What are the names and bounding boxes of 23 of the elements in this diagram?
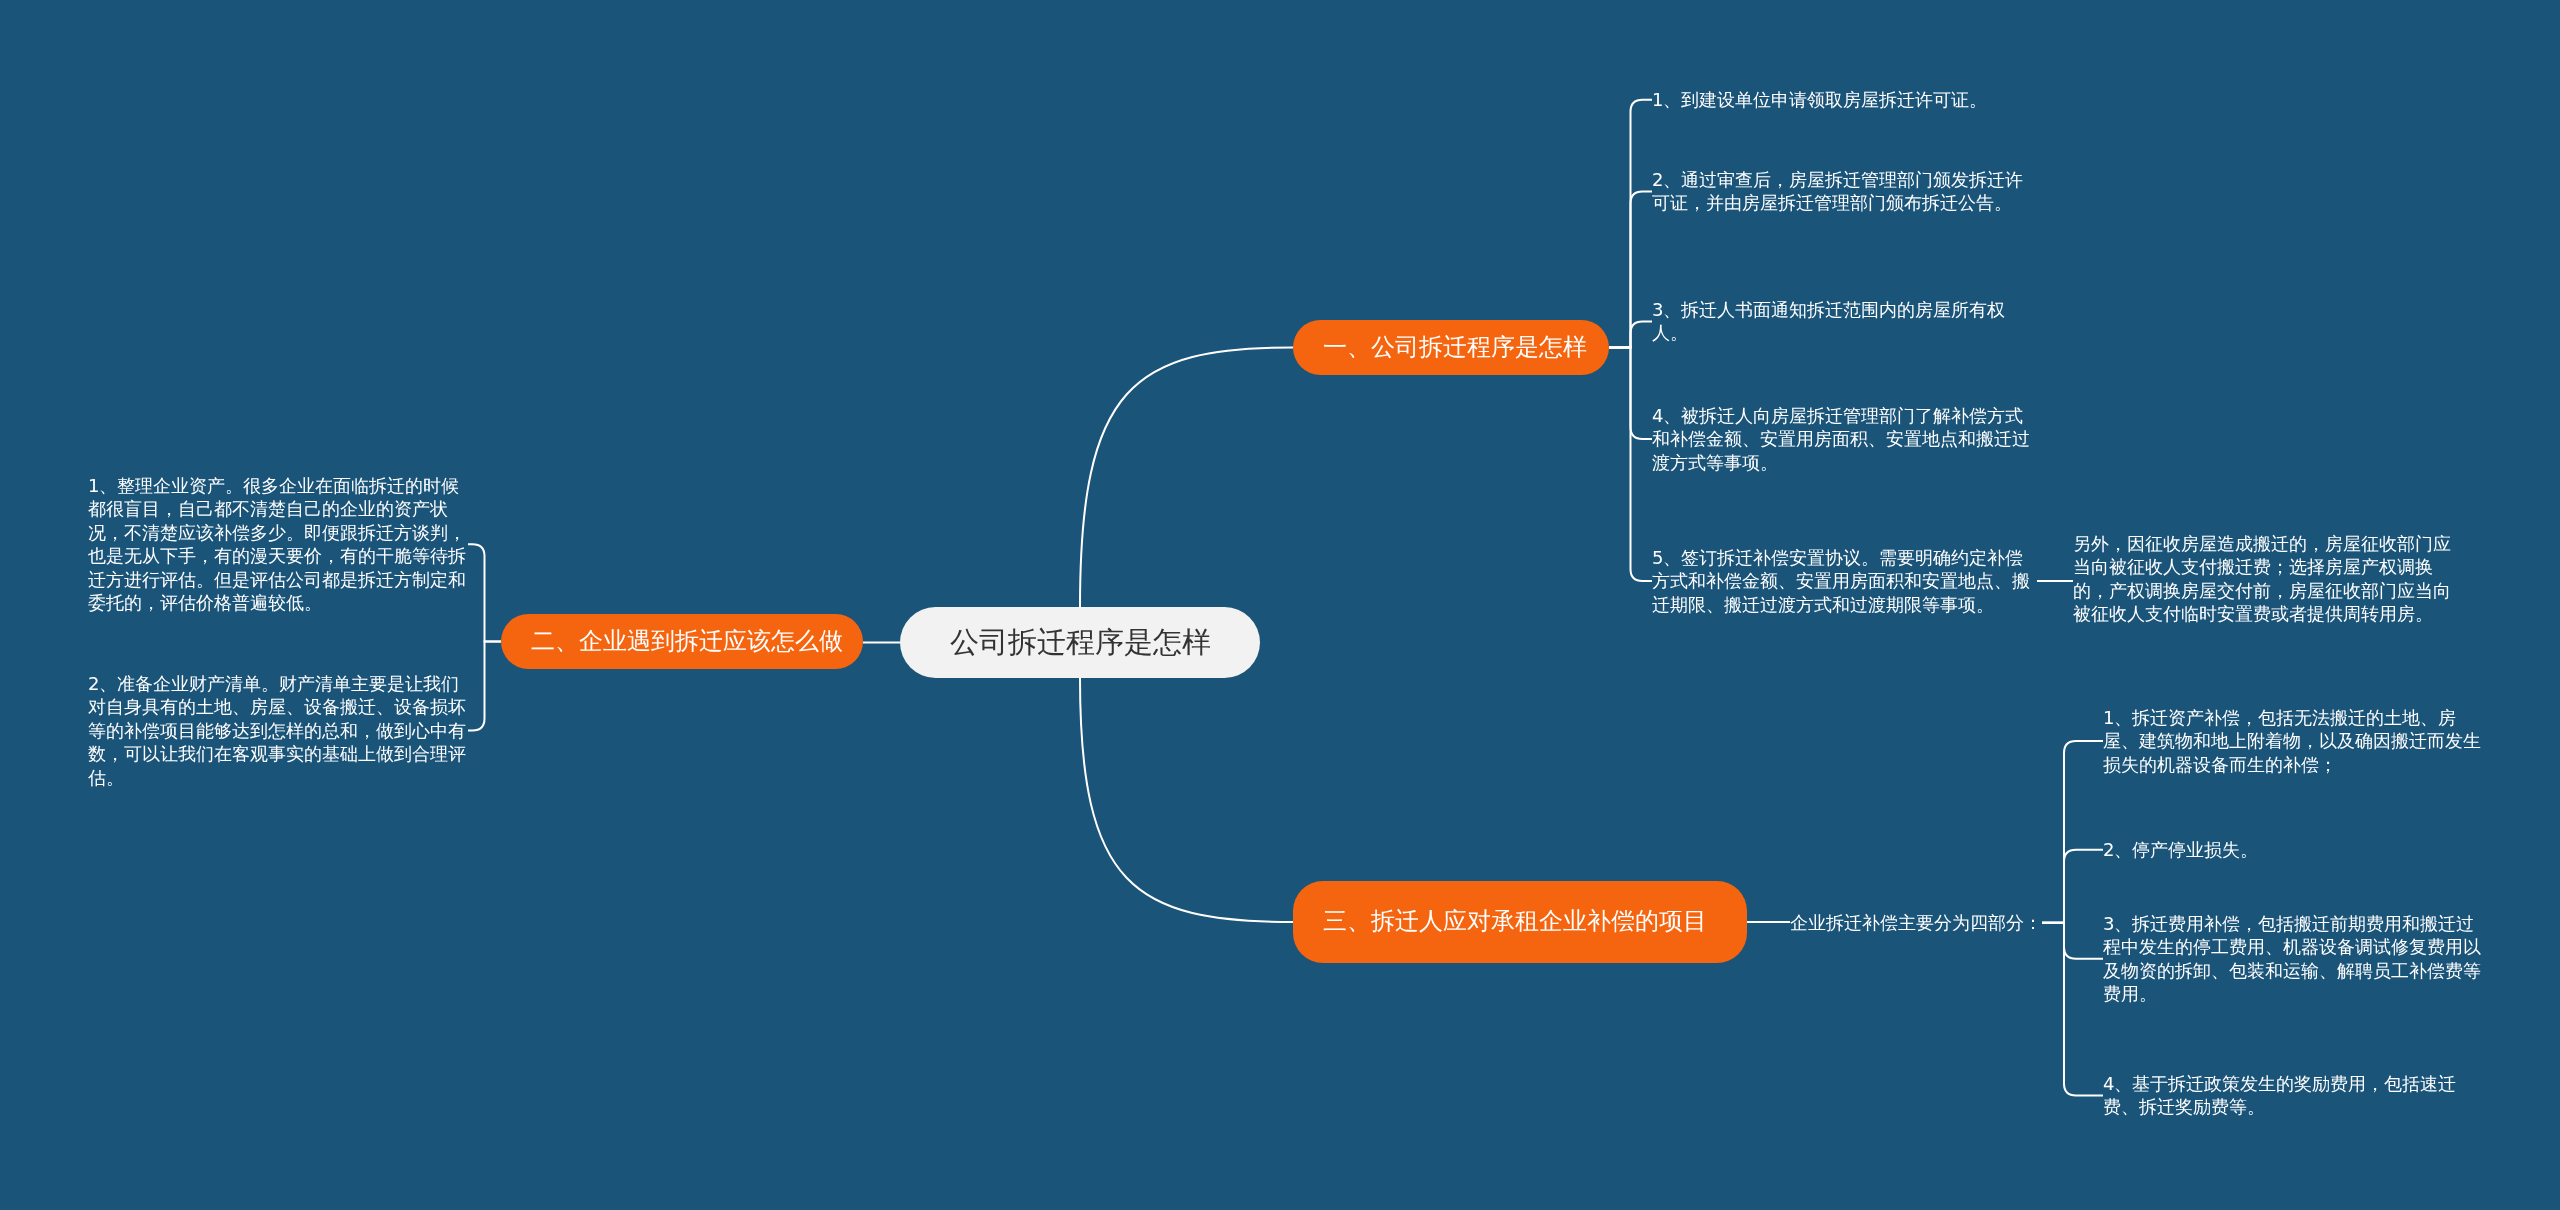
connector-line — [2041, 921, 2104, 1097]
connector-line — [862, 641, 901, 644]
connector-line — [1079, 346, 1294, 608]
subtopic-text: 5、签订拆迁补偿安置协议。需要明确约定补偿方式和补偿金额、安置用房面积和安置地点、搬迁期限、搬迁过渡方式和过渡期限等事项。 — [1652, 546, 2037, 617]
subtopic-text: 企业拆迁补偿主要分为四部分： — [1790, 911, 2042, 935]
subtopic-text: 4、被拆迁人向房屋拆迁管理部门了解补偿方式和补偿金额、安置用房面积、安置地点和搬迁过渡方式等事项。 — [1652, 404, 2037, 475]
subtopic-text: 1、到建设单位申请领取房屋拆迁许可证。 — [1652, 88, 2037, 112]
connector-line — [1079, 677, 1294, 923]
central-topic-pill: 公司拆迁程序是怎样 — [900, 607, 1260, 678]
branch-topic-pill: 二、企业遇到拆迁应该怎么做 — [501, 614, 863, 669]
subtopic-text: 2、停产停业损失。 — [2103, 838, 2483, 862]
branch-topic-pill: 三、拆迁人应对承租企业补偿的项目 — [1293, 881, 1747, 963]
subtopic-text: 4、基于拆迁政策发生的奖励费用，包括速迁费、拆迁奖励费等。 — [2103, 1072, 2483, 1119]
branch-topic-pill: 一、公司拆迁程序是怎样 — [1293, 320, 1609, 375]
connector-line — [2036, 580, 2074, 583]
subtopic-text: 3、拆迁人书面通知拆迁范围内的房屋所有权人。 — [1652, 298, 2037, 345]
subtopic-text: 1、拆迁资产补偿，包括无法搬迁的土地、房屋、建筑物和地上附着物，以及确因搬迁而发生损失的机器设备而生的补偿； — [2103, 706, 2483, 777]
subtopic-text: 另外，因征收房屋造成搬迁的，房屋征收部门应当向被征收人支付搬迁费；选择房屋产权调换的，产权调换房屋交付前，房屋征收部门应当向被征收人支付临时安置费或者提供周转用房。 — [2073, 532, 2453, 626]
subtopic-text: 2、通过审查后，房屋拆迁管理部门颁发拆迁许可证，并由房屋拆迁管理部门颁布拆迁公告。 — [1652, 168, 2037, 215]
subtopic-text: 1、整理企业资产。很多企业在面临拆迁的时候都很盲目，自己都不清楚自己的企业的资产状况，不清楚应该补偿多少。即便跟拆迁方谈判，也是无从下手，有的漫天要价，有的干脆等待拆迁方进行评估。但是评估公司都是拆迁方制定和委托的，评估价格普遍较低。 — [88, 474, 468, 615]
connector-line — [1746, 921, 1791, 923]
subtopic-text: 3、拆迁费用补偿，包括搬迁前期费用和搬迁过程中发生的停工费用、机器设备调试修复费用以及物资的拆卸、包装和运输、解聘员工补偿费等费用。 — [2103, 912, 2483, 1006]
subtopic-text: 2、准备企业财产清单。财产清单主要是让我们对自身具有的土地、房屋、设备搬迁、设备损坏等的补偿项目能够达到怎样的总和，做到心中有数，可以让我们在客观事实的基础上做到合理评估。 — [88, 672, 468, 789]
